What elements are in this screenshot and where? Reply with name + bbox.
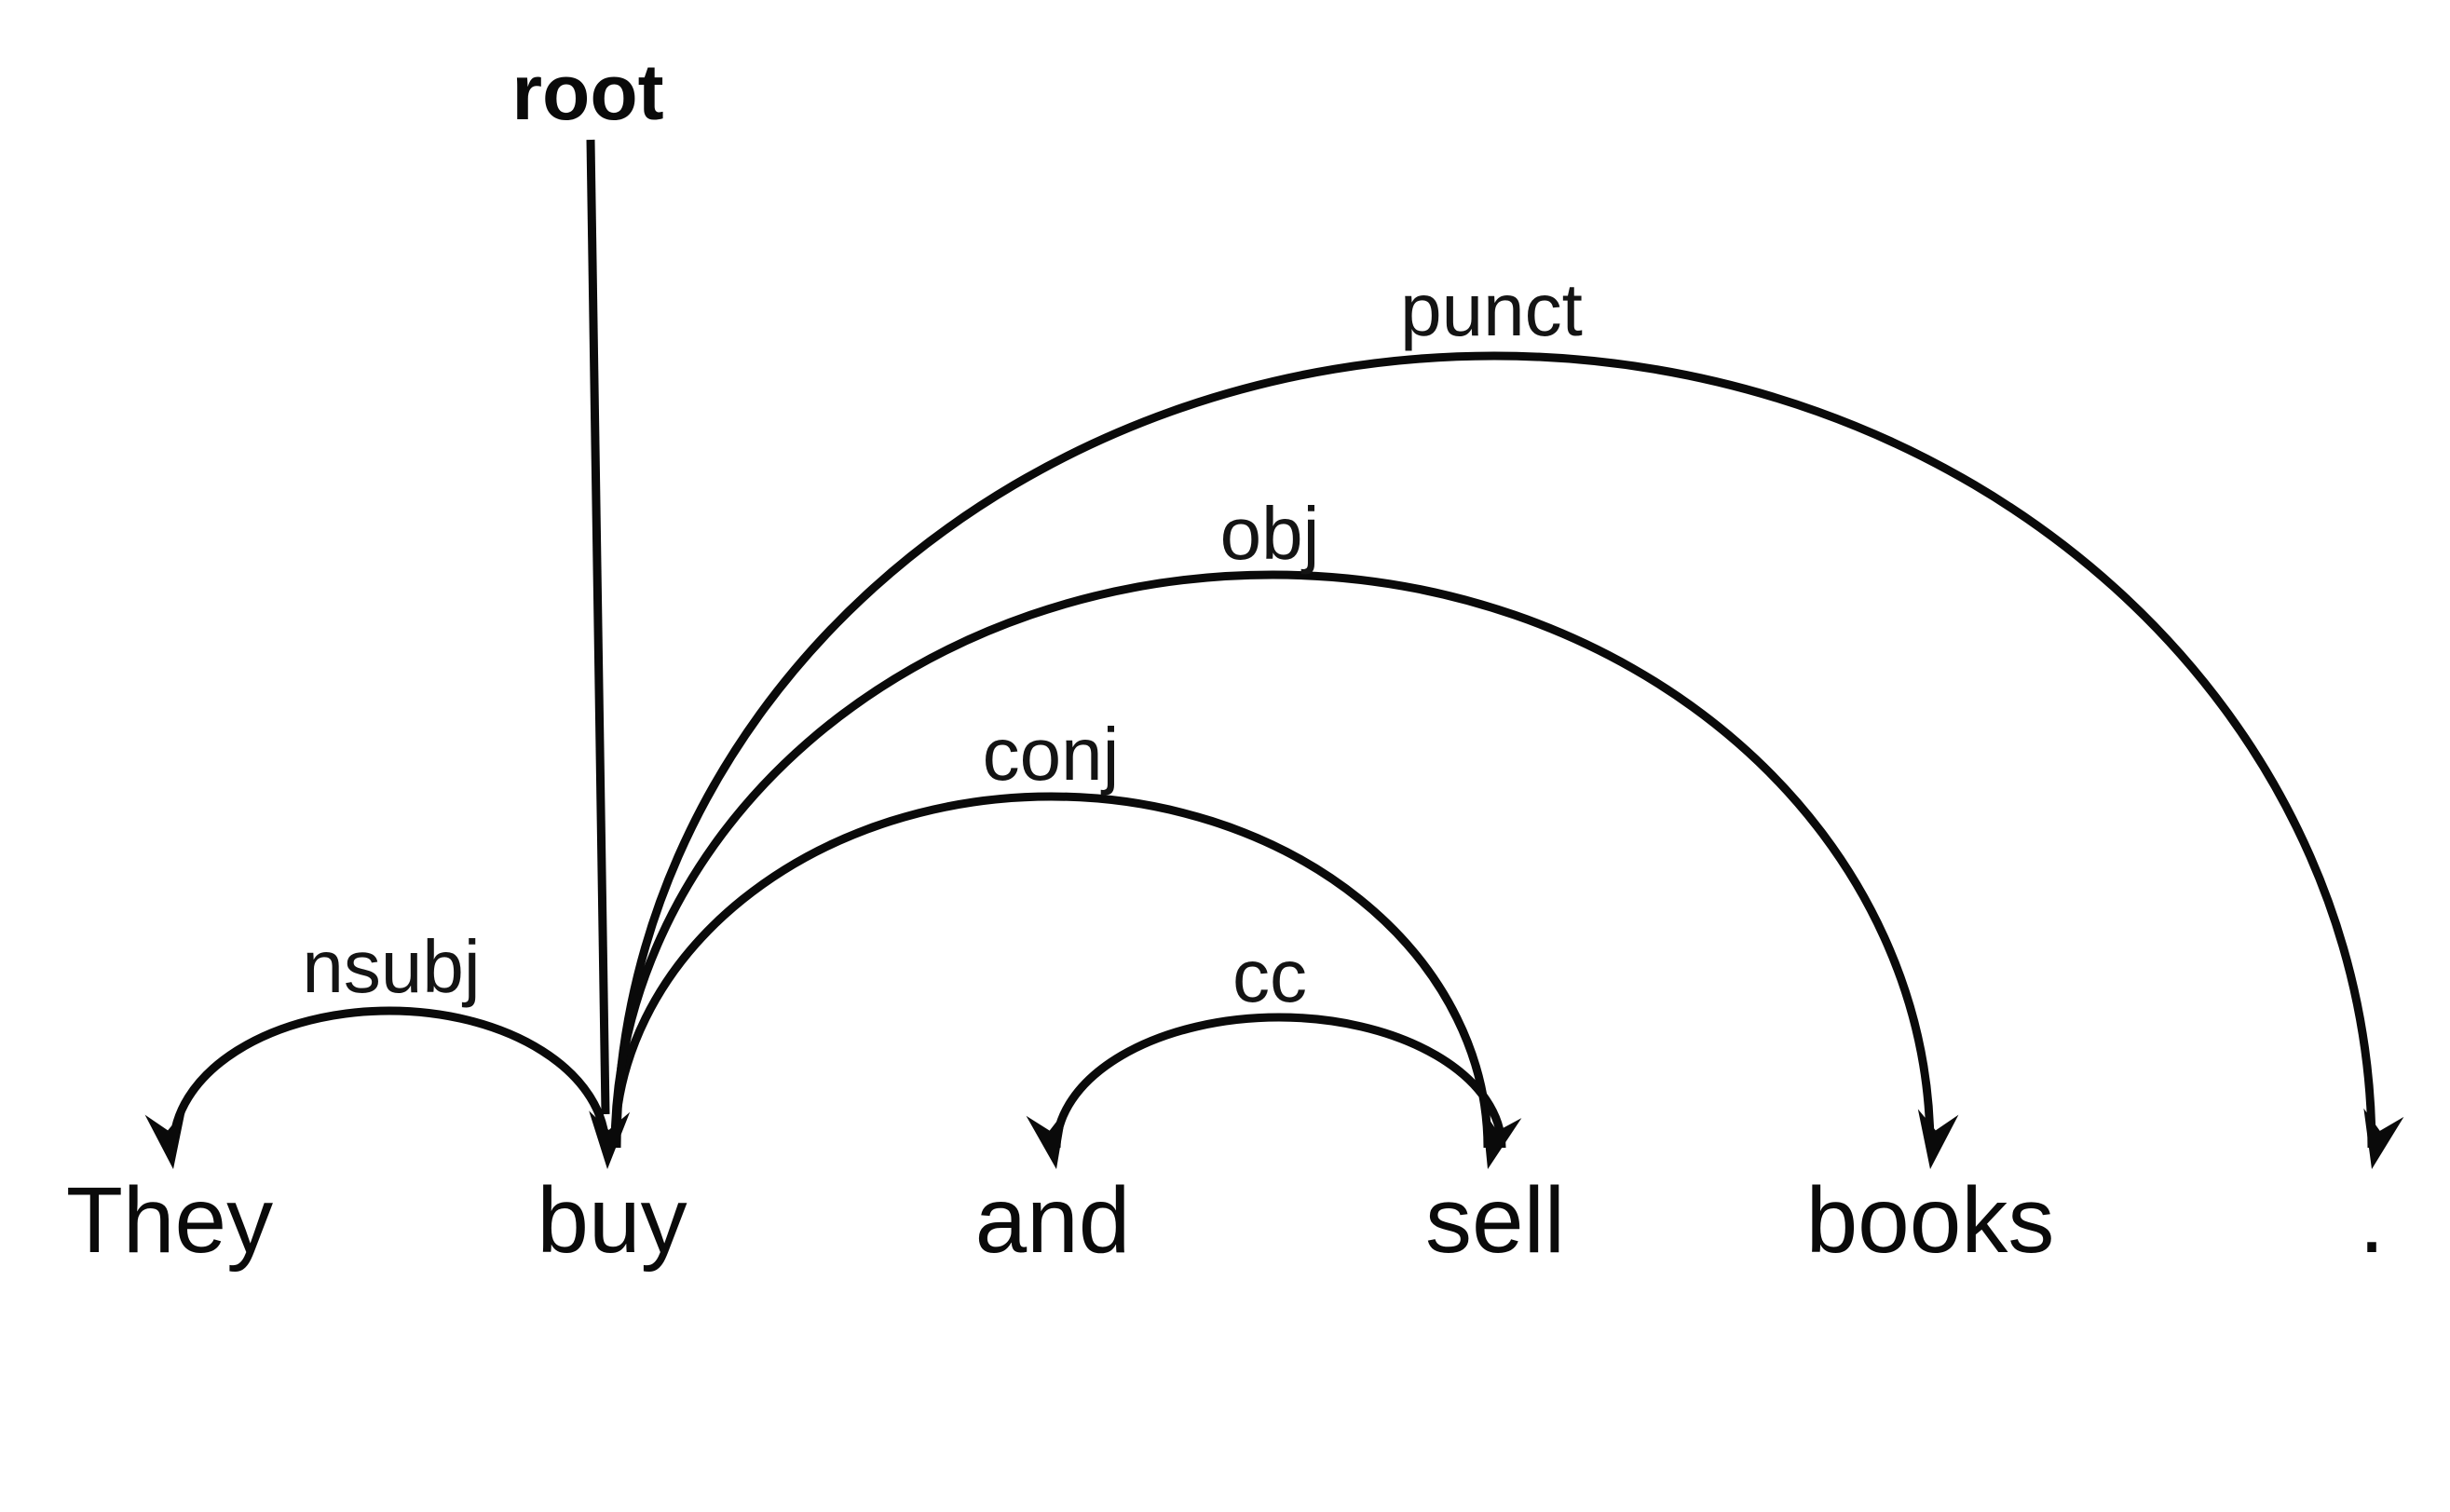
arc-label-conj: conj	[982, 713, 1120, 796]
arc-label-punct: punct	[1400, 268, 1583, 351]
root-label: root	[511, 48, 664, 136]
arc-nsubj	[169, 1006, 610, 1149]
word-they: They	[65, 1168, 274, 1273]
word-buy: buy	[537, 1168, 687, 1273]
arc-cc	[1052, 1013, 1506, 1149]
arc-label-cc: cc	[1232, 934, 1307, 1017]
word-sell: sell	[1424, 1168, 1566, 1273]
arc-punct	[612, 351, 2376, 1149]
arrowhead-buy	[589, 1110, 631, 1169]
arc-obj	[610, 570, 1935, 1149]
arc-label-obj: obj	[1219, 492, 1320, 575]
arrowhead-and	[1026, 1109, 1067, 1169]
word-books: books	[1805, 1168, 2055, 1273]
arc-conj	[610, 792, 1492, 1149]
arrowhead-sell	[1481, 1108, 1522, 1169]
arc-label-nsubj: nsubj	[302, 925, 481, 1008]
arrowhead-books	[1917, 1109, 1959, 1169]
arrowhead-they	[144, 1109, 186, 1169]
root-line	[586, 139, 610, 1115]
arrowhead-period	[2363, 1108, 2404, 1169]
word-and: and	[974, 1168, 1131, 1273]
word-period: .	[2359, 1168, 2385, 1273]
